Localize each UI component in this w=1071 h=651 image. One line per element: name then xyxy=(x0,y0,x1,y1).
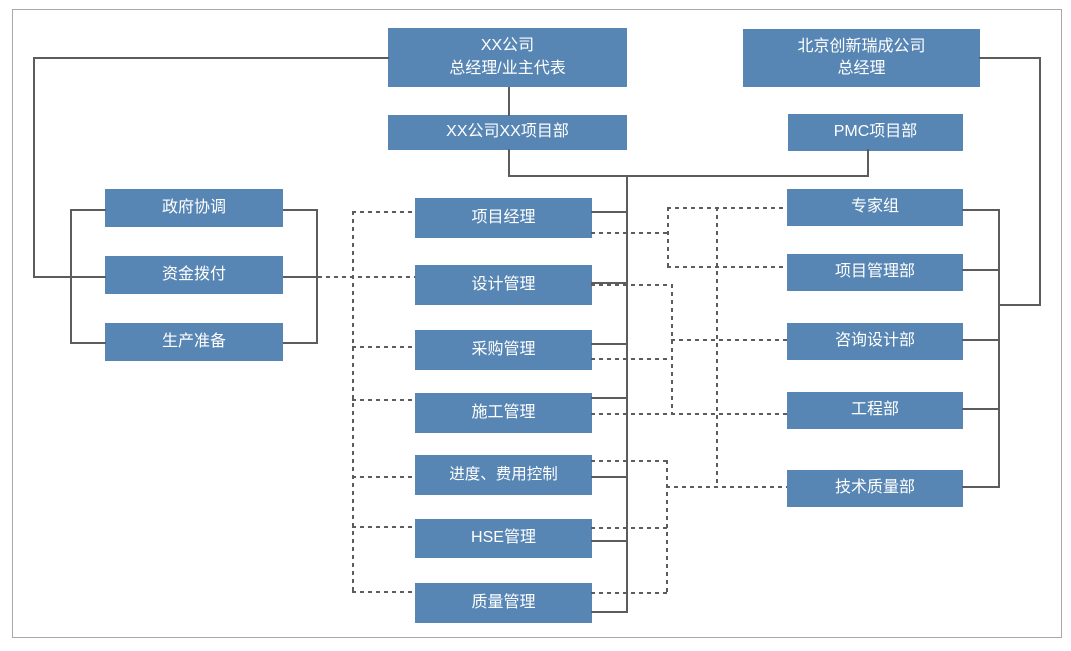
node-fund-disbursement: 资金拨付 xyxy=(105,256,283,294)
node-gov-coordination: 政府协调 xyxy=(105,189,283,227)
line-pm-trunk xyxy=(591,211,628,213)
bracket-leftcol-left xyxy=(70,209,72,344)
dash-schedule-right xyxy=(591,460,668,462)
line-owner-gm-left xyxy=(34,57,389,59)
node-project-manager: 项目经理 xyxy=(415,198,592,238)
line-techquality-bracket xyxy=(962,486,1000,488)
dash-fund-to-design xyxy=(318,276,415,278)
line-projmgmt-bracket xyxy=(962,269,1000,271)
line-construct-trunk xyxy=(591,397,628,399)
line-fund-right xyxy=(283,276,318,278)
node-production-prep: 生产准备 xyxy=(105,323,283,361)
dash-hse-left xyxy=(352,526,415,528)
node-expert-group: 专家组 xyxy=(787,189,963,226)
dash-to-expert-group xyxy=(667,207,787,209)
node-hse-mgmt: HSE管理 xyxy=(415,519,592,558)
dash-riser-long xyxy=(716,207,718,488)
line-pmcdept-trunk xyxy=(867,149,869,177)
node-design-mgmt: 设计管理 xyxy=(415,265,592,305)
line-left-riser xyxy=(33,57,35,278)
node-engineering-dept: 工程部 xyxy=(787,392,963,429)
bracket-rightcol xyxy=(998,209,1000,488)
line-schedule-trunk xyxy=(591,476,628,478)
node-procurement-mgmt: 采购管理 xyxy=(415,330,592,370)
line-prodprep-left xyxy=(70,342,106,344)
dash-to-consult-dept xyxy=(671,339,787,341)
dash-construct-left xyxy=(352,399,415,401)
line-pmcgm-riser xyxy=(1039,57,1041,306)
node-owner-gm: XX公司 总经理/业主代表 xyxy=(388,28,627,87)
line-expert-bracket xyxy=(962,209,1000,211)
line-quality-trunk xyxy=(591,611,628,613)
node-project-mgmt-dept: 项目管理部 xyxy=(787,254,963,291)
line-middle-trunk xyxy=(626,175,628,613)
node-owner-project-dept: XX公司XX项目部 xyxy=(388,115,627,150)
line-pmcgm-right xyxy=(979,57,1041,59)
dash-construct-to-engineering xyxy=(591,413,787,415)
dash-to-projmgmt-dept xyxy=(667,266,787,268)
line-pmcgm-bracket-join xyxy=(998,304,1041,306)
line-engineering-bracket xyxy=(962,408,1000,410)
dash-pm-right xyxy=(591,232,669,234)
line-consult-bracket xyxy=(962,339,1000,341)
node-pmc-gm: 北京创新瑞成公司 总经理 xyxy=(743,29,980,87)
dash-quality-right xyxy=(591,592,668,594)
dash-design-right xyxy=(591,284,673,286)
line-fund-row-left xyxy=(33,276,106,278)
dash-to-techquality-dept xyxy=(666,486,787,488)
line-gov-right xyxy=(283,209,318,211)
dash-bracket-middle-left xyxy=(352,211,354,593)
line-ownerdept-trunk xyxy=(508,149,510,177)
line-hse-trunk xyxy=(591,540,628,542)
node-schedule-cost-control: 进度、费用控制 xyxy=(415,455,592,495)
node-tech-quality-dept: 技术质量部 xyxy=(787,470,963,507)
node-quality-mgmt: 质量管理 xyxy=(415,583,592,623)
node-construction-mgmt: 施工管理 xyxy=(415,393,592,433)
dash-riser-lower xyxy=(666,460,668,594)
line-gov-left xyxy=(70,209,106,211)
dash-schedule-left xyxy=(352,476,415,478)
node-pmc-dept: PMC项目部 xyxy=(788,114,963,151)
dash-pm-left xyxy=(352,211,415,213)
dash-procure-right xyxy=(591,358,673,360)
line-cross-bar xyxy=(508,175,869,177)
dash-riser-pm xyxy=(667,207,669,268)
dash-quality-left xyxy=(352,591,415,593)
line-ownergm-dept xyxy=(508,87,510,116)
dash-riser-design xyxy=(671,284,673,415)
line-procure-trunk xyxy=(591,343,628,345)
diagram-frame xyxy=(12,9,1062,638)
dash-procure-left xyxy=(352,346,415,348)
line-prodprep-right xyxy=(283,342,318,344)
node-consulting-design-dept: 咨询设计部 xyxy=(787,323,963,360)
line-design-trunk xyxy=(591,282,628,284)
dash-hse-right xyxy=(591,527,668,529)
